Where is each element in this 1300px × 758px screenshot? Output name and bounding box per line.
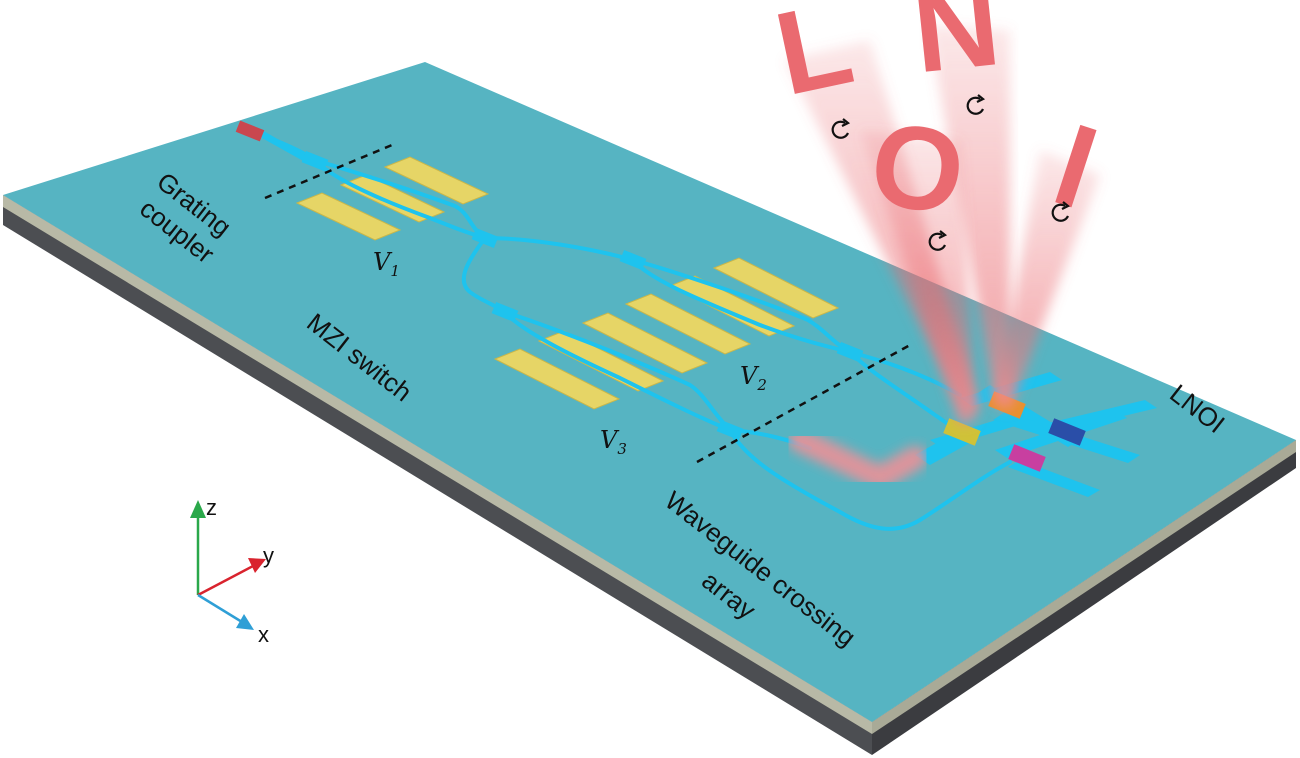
beam-O	[860, 130, 975, 425]
circular-polarization-icon	[831, 118, 851, 139]
crossing-arm	[1008, 460, 1100, 497]
beam-letter-o: O	[863, 97, 972, 240]
waveguide-glow	[788, 428, 927, 492]
mmi-pad	[301, 150, 329, 172]
waveguide	[483, 236, 635, 262]
chip-oxide-left	[3, 195, 872, 734]
z-axis-label: z	[206, 495, 217, 520]
coordinate-axes: z y x	[190, 495, 274, 647]
waveguide	[313, 158, 487, 240]
waveguide	[503, 310, 732, 432]
electrode	[339, 174, 446, 223]
section-separators	[264, 143, 911, 464]
y-axis-label: y	[263, 543, 274, 568]
beam-letter-l: L	[765, 0, 863, 121]
mmi-pad	[836, 341, 864, 363]
y-axis-line	[197, 563, 256, 597]
waveguide	[461, 236, 507, 314]
grating-emitter-yellow	[943, 418, 981, 446]
x-axis-line	[197, 593, 243, 624]
waveguide	[631, 258, 852, 354]
electrodes	[295, 156, 840, 410]
electrode	[624, 293, 752, 355]
separator-2	[696, 343, 911, 464]
grating-emitter-blue	[1048, 418, 1086, 446]
electrode	[295, 192, 402, 241]
crossing-array	[915, 372, 1157, 497]
grating-coupler-pad	[235, 120, 265, 142]
beam-I	[995, 150, 1100, 410]
electrode	[712, 257, 840, 319]
voltage-v2-label: V2	[740, 362, 767, 394]
waveguide	[503, 310, 732, 432]
couplers	[235, 120, 864, 441]
separator-1	[264, 143, 393, 200]
chip-oxide-right	[872, 440, 1296, 734]
circular-polarization-icon	[928, 230, 948, 251]
waveguide	[728, 428, 1012, 531]
beam-letter-n: N	[907, 0, 1006, 98]
lnoi-chip	[3, 62, 1296, 755]
electrode	[537, 330, 665, 392]
polarization-icons	[831, 94, 1071, 251]
mmi-pad	[619, 249, 647, 271]
grating-coupler-taper	[262, 130, 305, 162]
grating-emitter-magenta	[1008, 444, 1046, 472]
circular-polarization-icon	[966, 94, 986, 115]
circular-polarization-icon	[1051, 201, 1071, 222]
x-axis-label: x	[258, 622, 269, 647]
waveguide	[631, 258, 852, 354]
mmi-pad	[716, 419, 744, 441]
electrode	[668, 275, 796, 337]
z-axis-arrow	[190, 500, 206, 518]
mmi-pad	[471, 227, 499, 249]
mmi-pad	[491, 301, 519, 323]
electrode	[493, 348, 621, 410]
y-axis-arrow	[248, 558, 266, 573]
electrode	[581, 312, 709, 374]
x-axis-arrow	[236, 614, 254, 630]
voltage-v3-label: V3	[600, 426, 627, 458]
beam-N	[928, 25, 1010, 400]
electrode	[383, 156, 490, 205]
voltage-v1-label: V1	[373, 248, 400, 280]
